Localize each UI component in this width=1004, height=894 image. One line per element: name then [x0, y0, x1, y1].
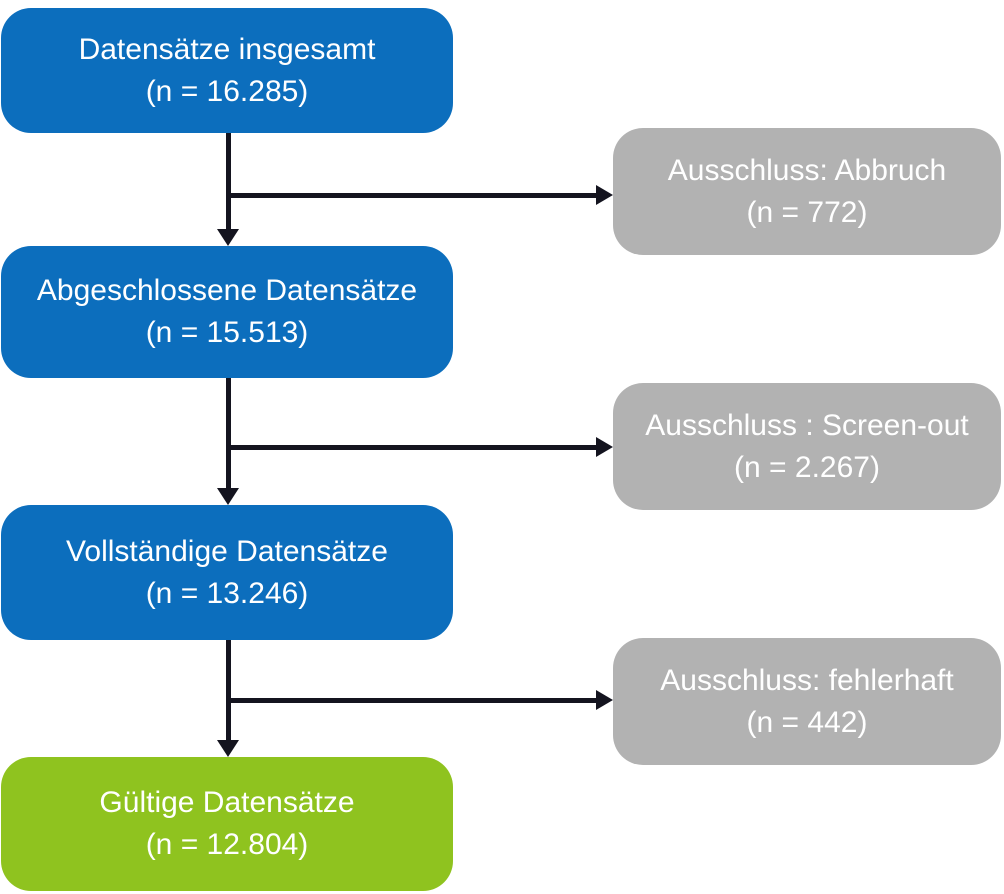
exclusion-box-count: (n = 2.267) — [734, 450, 880, 484]
arrow-down-head-icon — [217, 740, 239, 757]
arrow-right-head-icon — [596, 437, 613, 457]
arrow-down-line-1 — [226, 133, 231, 231]
flow-box-label: Datensätze insgesamt — [78, 32, 376, 66]
flow-box-count: (n = 15.513) — [145, 316, 309, 349]
flow-box-finished-datasets: Abgeschlossene Datensätze (n = 15.513) — [1, 246, 453, 378]
flow-box-total-datasets: Datensätze insgesamt (n = 16.285) — [1, 8, 453, 133]
exclusion-box-screenout: Ausschluss : Screen-out (n = 2.267) — [613, 383, 1001, 510]
exclusion-box-label: Ausschluss : Screen-out — [645, 408, 969, 442]
flow-box-label: Gültige Datensätze — [99, 786, 355, 819]
exclusion-box-fehlerhaft: Ausschluss: fehlerhaft (n = 442) — [613, 638, 1001, 765]
flow-box-label: Vollständige Datensätze — [66, 534, 388, 568]
flow-box-valid-datasets: Gültige Datensätze (n = 12.804) — [1, 757, 453, 891]
arrow-right-line-3 — [226, 698, 598, 703]
exclusion-box-abbruch: Ausschluss: Abbruch (n = 772) — [613, 128, 1001, 255]
arrow-down-head-icon — [217, 229, 239, 246]
flow-box-complete-datasets: Vollständige Datensätze (n = 13.246) — [1, 505, 453, 640]
flow-box-count: (n = 13.246) — [145, 576, 309, 610]
flow-box-count: (n = 16.285) — [145, 74, 309, 108]
flow-box-label: Abgeschlossene Datensätze — [36, 274, 418, 307]
exclusion-box-count: (n = 772) — [746, 195, 868, 229]
arrow-down-line-2 — [226, 378, 231, 490]
exclusion-box-count: (n = 442) — [746, 705, 868, 739]
arrow-right-head-icon — [596, 185, 613, 205]
flow-box-count: (n = 12.804) — [145, 828, 309, 861]
exclusion-box-label: Ausschluss: Abbruch — [667, 153, 947, 187]
arrow-right-head-icon — [596, 690, 613, 710]
arrow-down-line-3 — [226, 640, 231, 742]
arrow-down-head-icon — [217, 488, 239, 505]
arrow-right-line-1 — [226, 193, 598, 198]
arrow-right-line-2 — [226, 445, 598, 450]
exclusion-box-label: Ausschluss: fehlerhaft — [660, 663, 954, 697]
